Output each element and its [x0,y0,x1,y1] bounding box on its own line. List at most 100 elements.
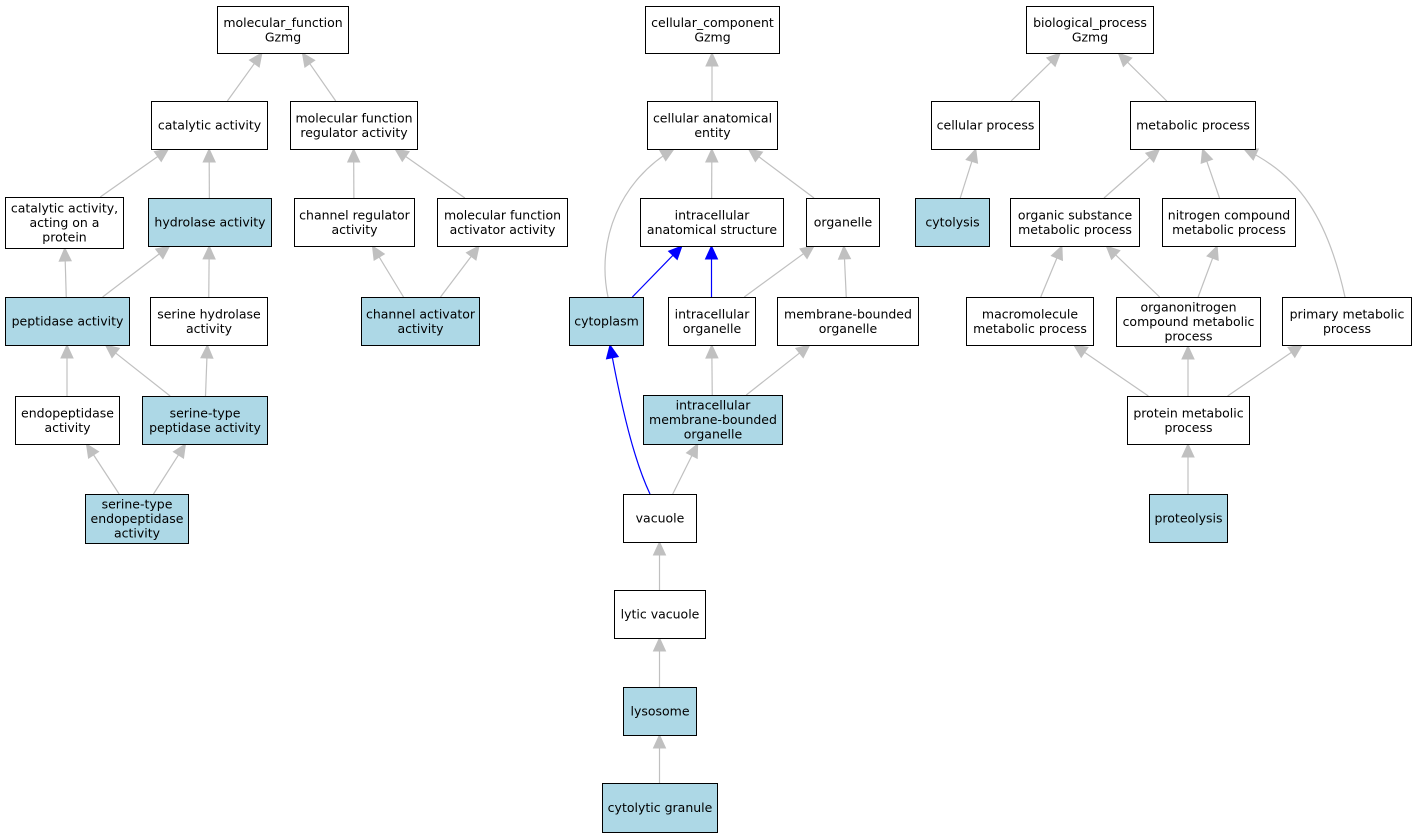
term-label-line: metabolic process [1172,222,1286,237]
edge-arrowhead [1050,244,1063,262]
term-node-proteolysis: proteolysis [1149,494,1228,543]
term-label-line: activity [44,420,91,435]
term-label-line: molecular function [444,207,561,222]
term-box [647,101,778,150]
edge-line [1243,148,1346,298]
term-label-line: molecular_function [223,15,342,30]
edge-channel_activator-to-mf_activator [440,245,480,298]
term-label-line: serine hydrolase [157,306,261,321]
term-label-line: activity [397,321,444,336]
edge-metabolic_process-to-bp_root [1117,52,1168,102]
edge-vacuole-to-intracellular_membrane [672,442,699,495]
term-label-line: organonitrogen [1140,300,1236,315]
edge-arrowhead [705,51,719,67]
edge-line [93,454,120,495]
term-label-line: metabolic process [973,321,1087,336]
edge-arrowhead [248,52,263,68]
edge-hydrolase_activity-to-catalytic_activity [202,147,216,199]
edge-arrowhead [60,343,74,359]
term-node-cytolytic-granule: cytolytic granule [602,783,718,833]
term-label-line: activity [114,526,161,541]
term-node-cytoplasm: cytoplasm [569,297,644,346]
term-box [1127,396,1250,445]
edge-organelle-to-cellular_anatomical [747,148,815,199]
edge-arrowhead [104,344,121,359]
edge-line [309,63,337,102]
edge-arrowhead [1287,344,1304,359]
term-label-line: activity [331,222,378,237]
term-label-line: macromolecule [982,306,1078,321]
edge-arrowhead [154,245,171,260]
term-label-line: channel activator [366,306,476,321]
edge-arrowhead [202,147,216,163]
term-node-vacuole: vacuole [623,494,697,543]
term-node-peptidase-activity: peptidase activity [5,297,130,346]
edge-protein_metabolic-to-primary_metabolic [1227,344,1304,397]
term-label-line: catalytic activity, [11,201,118,216]
edge-nitrogen_compound-to-metabolic_process [1200,147,1221,199]
edge-organonitrogen-to-nitrogen_compound [1197,244,1219,298]
term-label-line: intracellular [676,398,752,413]
edge-line [1127,61,1168,102]
term-node-lytic-vacuole: lytic vacuole [614,590,706,639]
term-label-line: activator activity [450,222,556,237]
term-label-line: membrane-bounded [784,306,912,321]
term-label-line: process [1323,321,1371,336]
edge-lysosome-to-lytic_vacuole [652,636,667,687]
edge-arrowhead [153,148,170,163]
edge-line [1084,351,1149,397]
term-node-lysosome: lysosome [623,687,697,736]
term-box [645,6,780,54]
edge-line [378,256,405,298]
edge-arrowhead [799,245,815,260]
edge-cellular_anatomical-to-cc_root [705,51,719,101]
term-box [85,494,189,544]
term-label-line: nitrogen compound [1168,207,1290,222]
edge-arrowhead [685,442,699,460]
edge-organonitrogen-to-organic_substance [1105,245,1161,298]
term-label-line: organelle [683,321,742,336]
edge-serine_endopeptidase-to-endopeptidase_activity [85,443,120,495]
term-box [806,198,880,247]
edge-catalytic_activity-to-mf_root [226,52,263,102]
term-node-cellular-process: cellular process [931,101,1040,150]
term-box [1010,198,1140,247]
edge-line [1010,61,1052,102]
term-label-line: hydrolase activity [154,215,266,230]
edges-layer [58,51,1346,783]
term-label-line: Gzmg [694,29,730,44]
edge-peptidase_activity-to-catalytic_protein [58,246,73,298]
edge-arrowhead [85,443,100,460]
edge-line [99,155,159,198]
term-label-line: acting on a [30,215,100,230]
edge-peptidase_activity-to-hydrolase_activity [102,245,171,298]
edge-line [843,258,847,298]
edge-arrowhead [652,636,667,652]
edge-line [440,256,472,298]
term-label-line: anatomical structure [647,222,777,237]
term-label-line: serine-type [102,497,173,512]
edge-serine_peptidase-to-peptidase_activity [104,344,171,397]
term-label-line: organelle [819,321,878,336]
term-box [1282,297,1412,346]
term-label-line: cytoplasm [574,314,639,329]
term-label-line: cellular_component [651,15,774,30]
edge-serine_hydrolase-to-hydrolase_activity [202,244,216,298]
edge-membrane_bounded-to-organelle [837,244,852,298]
term-label-line: protein [42,230,86,245]
edge-line [1206,161,1221,199]
edge-arrowhead [837,244,852,260]
term-label-line: endopeptidase [21,405,114,420]
